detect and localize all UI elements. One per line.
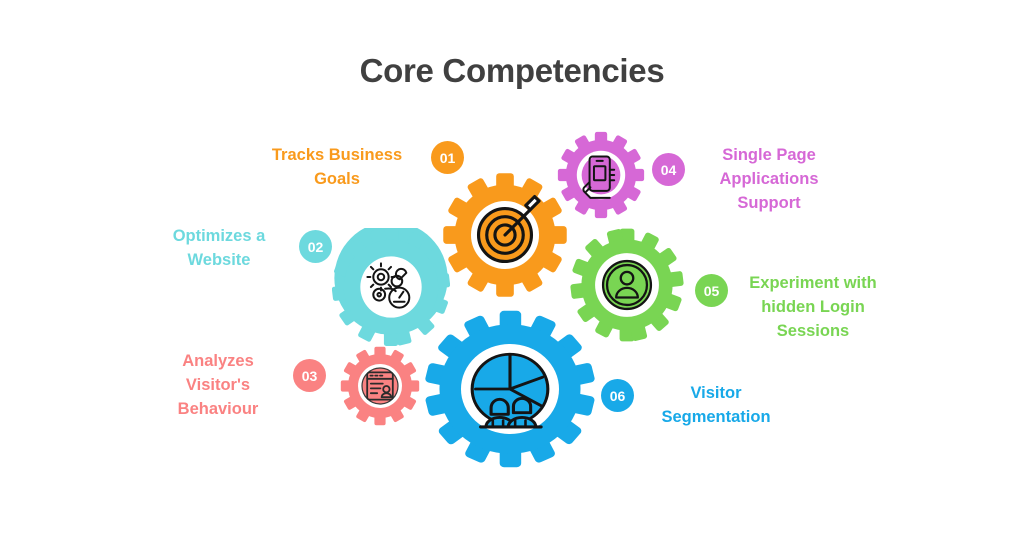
badge-06[interactable]: 06: [601, 379, 634, 412]
page-title: Core Competencies: [359, 52, 665, 89]
gear-01-tracks-business-goals[interactable]: [442, 172, 568, 298]
gear-04-body: [557, 131, 645, 219]
badge-01[interactable]: 01: [431, 141, 464, 174]
gears-wrench-gauge-icon: [366, 262, 411, 309]
badge-02[interactable]: 02: [299, 230, 332, 263]
user-profile-icon: [601, 259, 653, 311]
label-04-single-page-applications-support: Single Page Applications Support: [719, 146, 819, 212]
badge-01-number: 01: [439, 149, 456, 166]
hand-holding-phone-icon: [582, 155, 616, 199]
pie-chart-people-icon: [470, 352, 550, 429]
gear-03-body: [340, 346, 420, 426]
badge-06-number: 06: [609, 387, 626, 404]
gear-06-visitor-segmentation[interactable]: [424, 310, 596, 468]
label-02-optimizes-a-website: Optimizes a Website: [172, 227, 266, 269]
target-arrow-icon: [476, 194, 541, 264]
visitor-report-card-icon: [361, 367, 399, 405]
badge-03[interactable]: 03: [293, 359, 326, 392]
badge-05-number: 05: [703, 282, 720, 299]
gear-02-optimizes-a-website[interactable]: [332, 228, 450, 346]
label-05-experiment-hidden-login-sessions: Experiment with hidden Login Sessions: [749, 274, 877, 340]
badge-04-number: 04: [660, 161, 677, 178]
badge-02-number: 02: [307, 238, 324, 255]
badge-04[interactable]: 04: [652, 153, 685, 186]
gear-03-analyzes-visitors-behaviour[interactable]: [340, 346, 420, 426]
label-01-tracks-business-goals: Tracks Business Goals: [271, 146, 403, 188]
badge-05[interactable]: 05: [695, 274, 728, 307]
gear-05-experiment-hidden-login-sessions[interactable]: [570, 228, 684, 342]
label-06-visitor-segmentation: Visitor Segmentation: [661, 384, 771, 426]
gear-04-single-page-applications-support[interactable]: [557, 131, 645, 219]
badge-03-number: 03: [301, 367, 318, 384]
label-03-analyzes-visitors-behaviour: Analyzes Visitor's Behaviour: [177, 352, 259, 418]
